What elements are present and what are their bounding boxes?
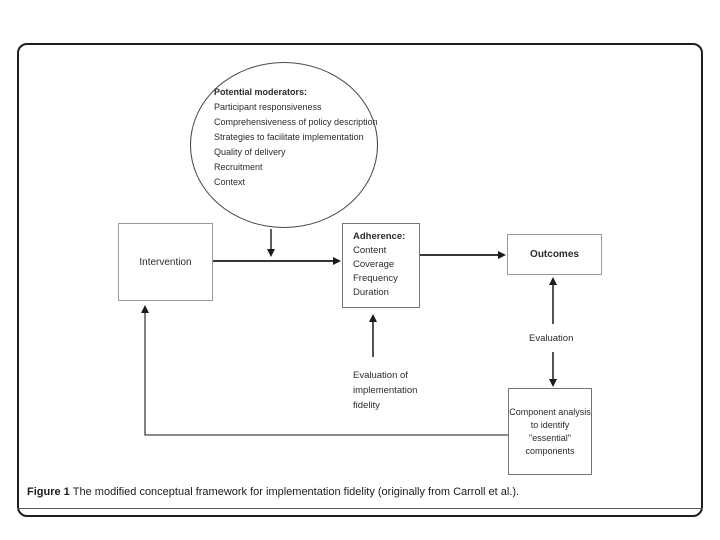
figure-caption-label: Figure 1 [27, 486, 70, 498]
adherence-item: Content [353, 245, 387, 256]
adherence-item: Coverage [353, 259, 395, 270]
evaluation-fidelity-line: fidelity [353, 400, 380, 411]
component-analysis-box: Component analysis to identify "essentia… [508, 388, 592, 475]
caption-divider [17, 508, 703, 509]
moderator-item: Comprehensiveness of policy description [214, 117, 378, 127]
moderator-item: Participant responsiveness [214, 102, 322, 112]
moderator-item: Context [214, 177, 246, 187]
moderators-text-block: Potential moderators: Participant respon… [214, 85, 378, 190]
outcomes-box: Outcomes [507, 234, 602, 275]
evaluation-fidelity-label: Evaluation of implementation fidelity [353, 368, 417, 413]
evaluation-fidelity-line: Evaluation of [353, 370, 408, 381]
moderators-title: Potential moderators: [214, 87, 308, 97]
adherence-item: Frequency [353, 273, 398, 284]
component-analysis-line: Component analysis [509, 406, 591, 417]
adherence-box: Adherence: Content Coverage Frequency Du… [342, 223, 420, 308]
outcomes-label: Outcomes [530, 249, 579, 260]
figure-caption-text: The modified conceptual framework for im… [72, 486, 520, 498]
moderator-item: Recruitment [214, 162, 263, 172]
intervention-box: Intervention [118, 223, 213, 301]
evaluation-fidelity-line: implementation [353, 385, 418, 396]
adherence-title: Adherence: [353, 231, 406, 242]
evaluation-label: Evaluation [529, 333, 574, 344]
intervention-label: Intervention [139, 256, 192, 268]
adherence-item: Duration [353, 287, 389, 298]
component-analysis-line: to identify [530, 419, 570, 430]
moderator-item: Strategies to facilitate implementation [214, 132, 364, 142]
moderator-item: Quality of delivery [214, 147, 286, 157]
moderators-ellipse [190, 62, 378, 228]
component-analysis-line: "essential" components [525, 432, 575, 456]
